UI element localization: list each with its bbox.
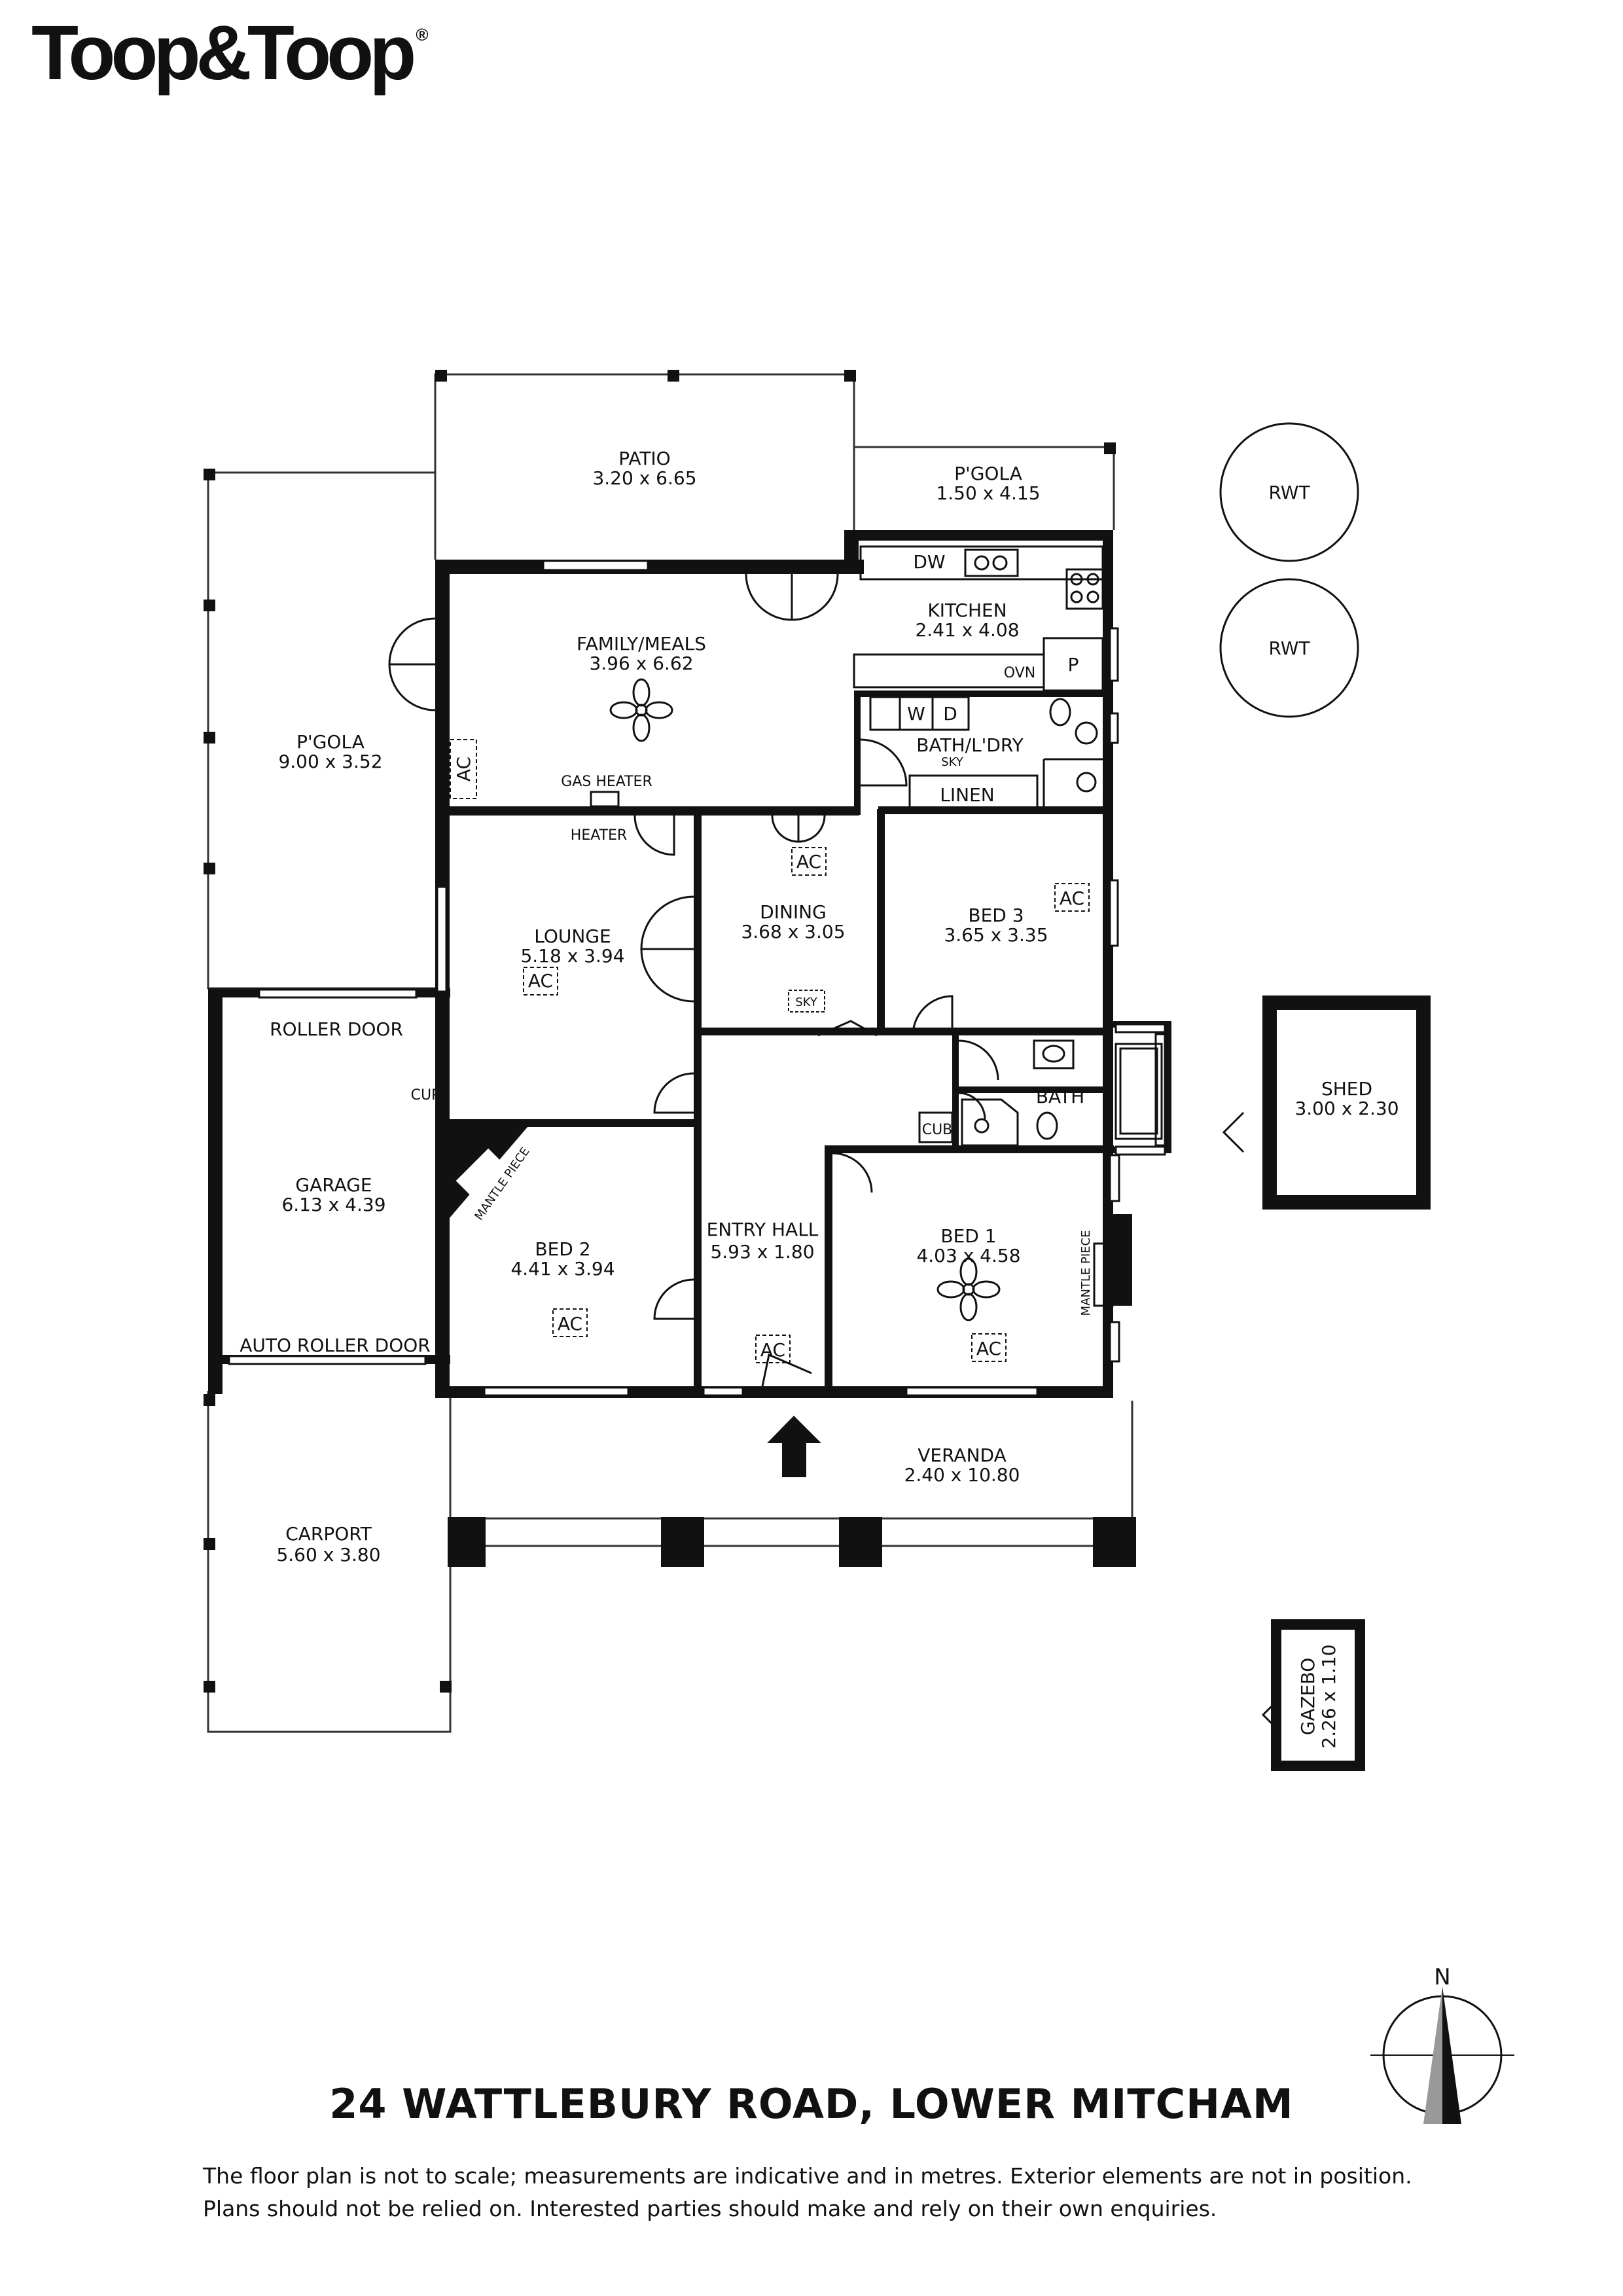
dryer-label: D [943, 703, 957, 725]
rwt-label-1: RWT [1268, 482, 1310, 503]
mantle-label-bed1: MANTLE PIECE [1079, 1230, 1093, 1316]
entry-arrow-icon [767, 1416, 821, 1477]
skylights [788, 990, 825, 1013]
rwt-tank-1 [1219, 422, 1359, 562]
room-bed2-size: 4.41 x 3.94 [510, 1258, 615, 1280]
room-bed3-size: 3.65 x 3.35 [944, 924, 1048, 946]
cub-label: CUB [922, 1122, 953, 1138]
room-family-size: 3.96 x 6.62 [589, 653, 693, 674]
room-bed1-name: BED 1 [940, 1225, 996, 1247]
room-shed-name: SHED [1321, 1078, 1372, 1100]
ac-label-lounge: AC [528, 970, 553, 992]
room-lounge-name: LOUNGE [534, 925, 611, 947]
room-labels: PATIO 3.20 x 6.65 P'GOLA 1.50 x 4.15 P'G… [276, 448, 1399, 1749]
ceiling-fan-icons [609, 678, 1001, 1321]
disclaimer: The floor plan is not to scale; measurem… [203, 2160, 1512, 2225]
ac-label-hall: AC [760, 1339, 785, 1361]
brand-logo: Toop&Toop® [31, 14, 429, 92]
room-pgola-back-name: P'GOLA [954, 463, 1022, 484]
room-garage-name: GARAGE [295, 1174, 372, 1196]
room-lounge-size: 5.18 x 3.94 [520, 945, 624, 967]
sky-label-dining: SKY [795, 996, 818, 1009]
patio-outline [434, 373, 855, 560]
dw-label: DW [913, 551, 945, 573]
room-bed3-name: BED 3 [968, 905, 1024, 926]
ac-label-bed3: AC [1060, 888, 1084, 909]
rwt-tank-2 [1219, 578, 1359, 718]
outbuildings [1262, 996, 1431, 1771]
rwt-label-2: RWT [1268, 637, 1310, 659]
disclaimer-line-2: Plans should not be relied on. Intereste… [203, 2196, 1217, 2221]
ac-label-family: AC [453, 757, 474, 781]
room-garage-size: 6.13 x 4.39 [281, 1194, 385, 1215]
ovn-label: OVN [1004, 665, 1035, 681]
room-dining-size: 3.68 x 3.05 [741, 921, 845, 942]
room-veranda-size: 2.40 x 10.80 [904, 1464, 1020, 1486]
registered-mark: ® [416, 25, 429, 45]
fan-icon-family [609, 678, 673, 742]
compass-north-label: N [1434, 1964, 1450, 1990]
heater-icon [590, 791, 620, 808]
room-entry-hall-size: 5.93 x 1.80 [710, 1241, 814, 1263]
bath-fixtures [918, 1039, 1163, 1147]
property-address: 24 WATTLEBURY ROAD, LOWER MITCHAM [329, 2080, 1294, 2128]
pergola-side-outline [207, 471, 437, 990]
room-shed-size: 3.00 x 2.30 [1294, 1098, 1399, 1119]
disclaimer-line-1: The floor plan is not to scale; measurem… [203, 2163, 1412, 2189]
room-bath-laundry-name: BATH/L'DRY [916, 734, 1024, 756]
mantle-bed1 [1093, 1242, 1114, 1307]
compass-needle-grey [1423, 1986, 1442, 2124]
cup-label: CUP [411, 1087, 440, 1103]
room-carport-name: CARPORT [285, 1523, 372, 1545]
ac-label-dining: AC [796, 851, 821, 872]
fan-icon-bed1 [936, 1257, 1001, 1321]
pantry-label: P [1068, 654, 1079, 675]
sky-label-bath: SKY [941, 755, 964, 769]
room-kitchen-size: 2.41 x 4.08 [915, 619, 1019, 641]
room-patio-size: 3.20 x 6.65 [592, 467, 696, 489]
ac-boxes [450, 739, 1090, 1363]
veranda-outline [449, 1401, 1133, 1520]
room-family-name: FAMILY/MEALS [577, 633, 706, 655]
rainwater-tanks [1219, 422, 1359, 718]
shed-walls [1262, 996, 1431, 1210]
posts [204, 370, 1136, 1693]
room-gazebo-size: 2.26 x 1.10 [1318, 1644, 1340, 1748]
kitchen-fixtures [853, 545, 1104, 813]
compass: N [1370, 1964, 1514, 2124]
fixture-labels: RWT RWT DW OVN P W D SKY LINEN GAS HEATE… [240, 482, 1310, 1361]
linen-label: LINEN [940, 784, 994, 806]
roller-door-label: ROLLER DOOR [270, 1018, 403, 1040]
room-entry-hall-name: ENTRY HALL [707, 1219, 819, 1240]
heating [449, 791, 1114, 1307]
room-pgola-back-size: 1.50 x 4.15 [936, 482, 1040, 504]
room-veranda-name: VERANDA [918, 1444, 1007, 1466]
heater-label: HEATER [571, 827, 627, 844]
windows [228, 560, 1166, 1397]
room-carport-size: 5.60 x 3.80 [276, 1544, 380, 1566]
ac-label-bed2: AC [558, 1313, 582, 1335]
room-patio-name: PATIO [618, 448, 670, 469]
auto-roller-door-label: AUTO ROLLER DOOR [240, 1335, 431, 1356]
room-dining-name: DINING [760, 901, 827, 923]
gazebo-walls [1271, 1619, 1365, 1771]
room-kitchen-name: KITCHEN [927, 600, 1007, 621]
washer-label: W [907, 703, 925, 725]
room-pgola-side-size: 9.00 x 3.52 [278, 751, 382, 772]
room-bed2-name: BED 2 [535, 1238, 590, 1260]
doors [388, 573, 1277, 1729]
room-gazebo-name: GAZEBO [1297, 1658, 1319, 1735]
room-bed1-size: 4.03 x 4.58 [916, 1245, 1020, 1266]
compass-needle-black [1442, 1986, 1461, 2124]
brand-logo-text: Toop&Toop [31, 10, 416, 96]
ac-label-bed1: AC [976, 1338, 1001, 1359]
gas-heater-label: GAS HEATER [561, 774, 652, 790]
room-bath-name: BATH [1036, 1086, 1084, 1107]
room-pgola-side-name: P'GOLA [296, 731, 365, 753]
